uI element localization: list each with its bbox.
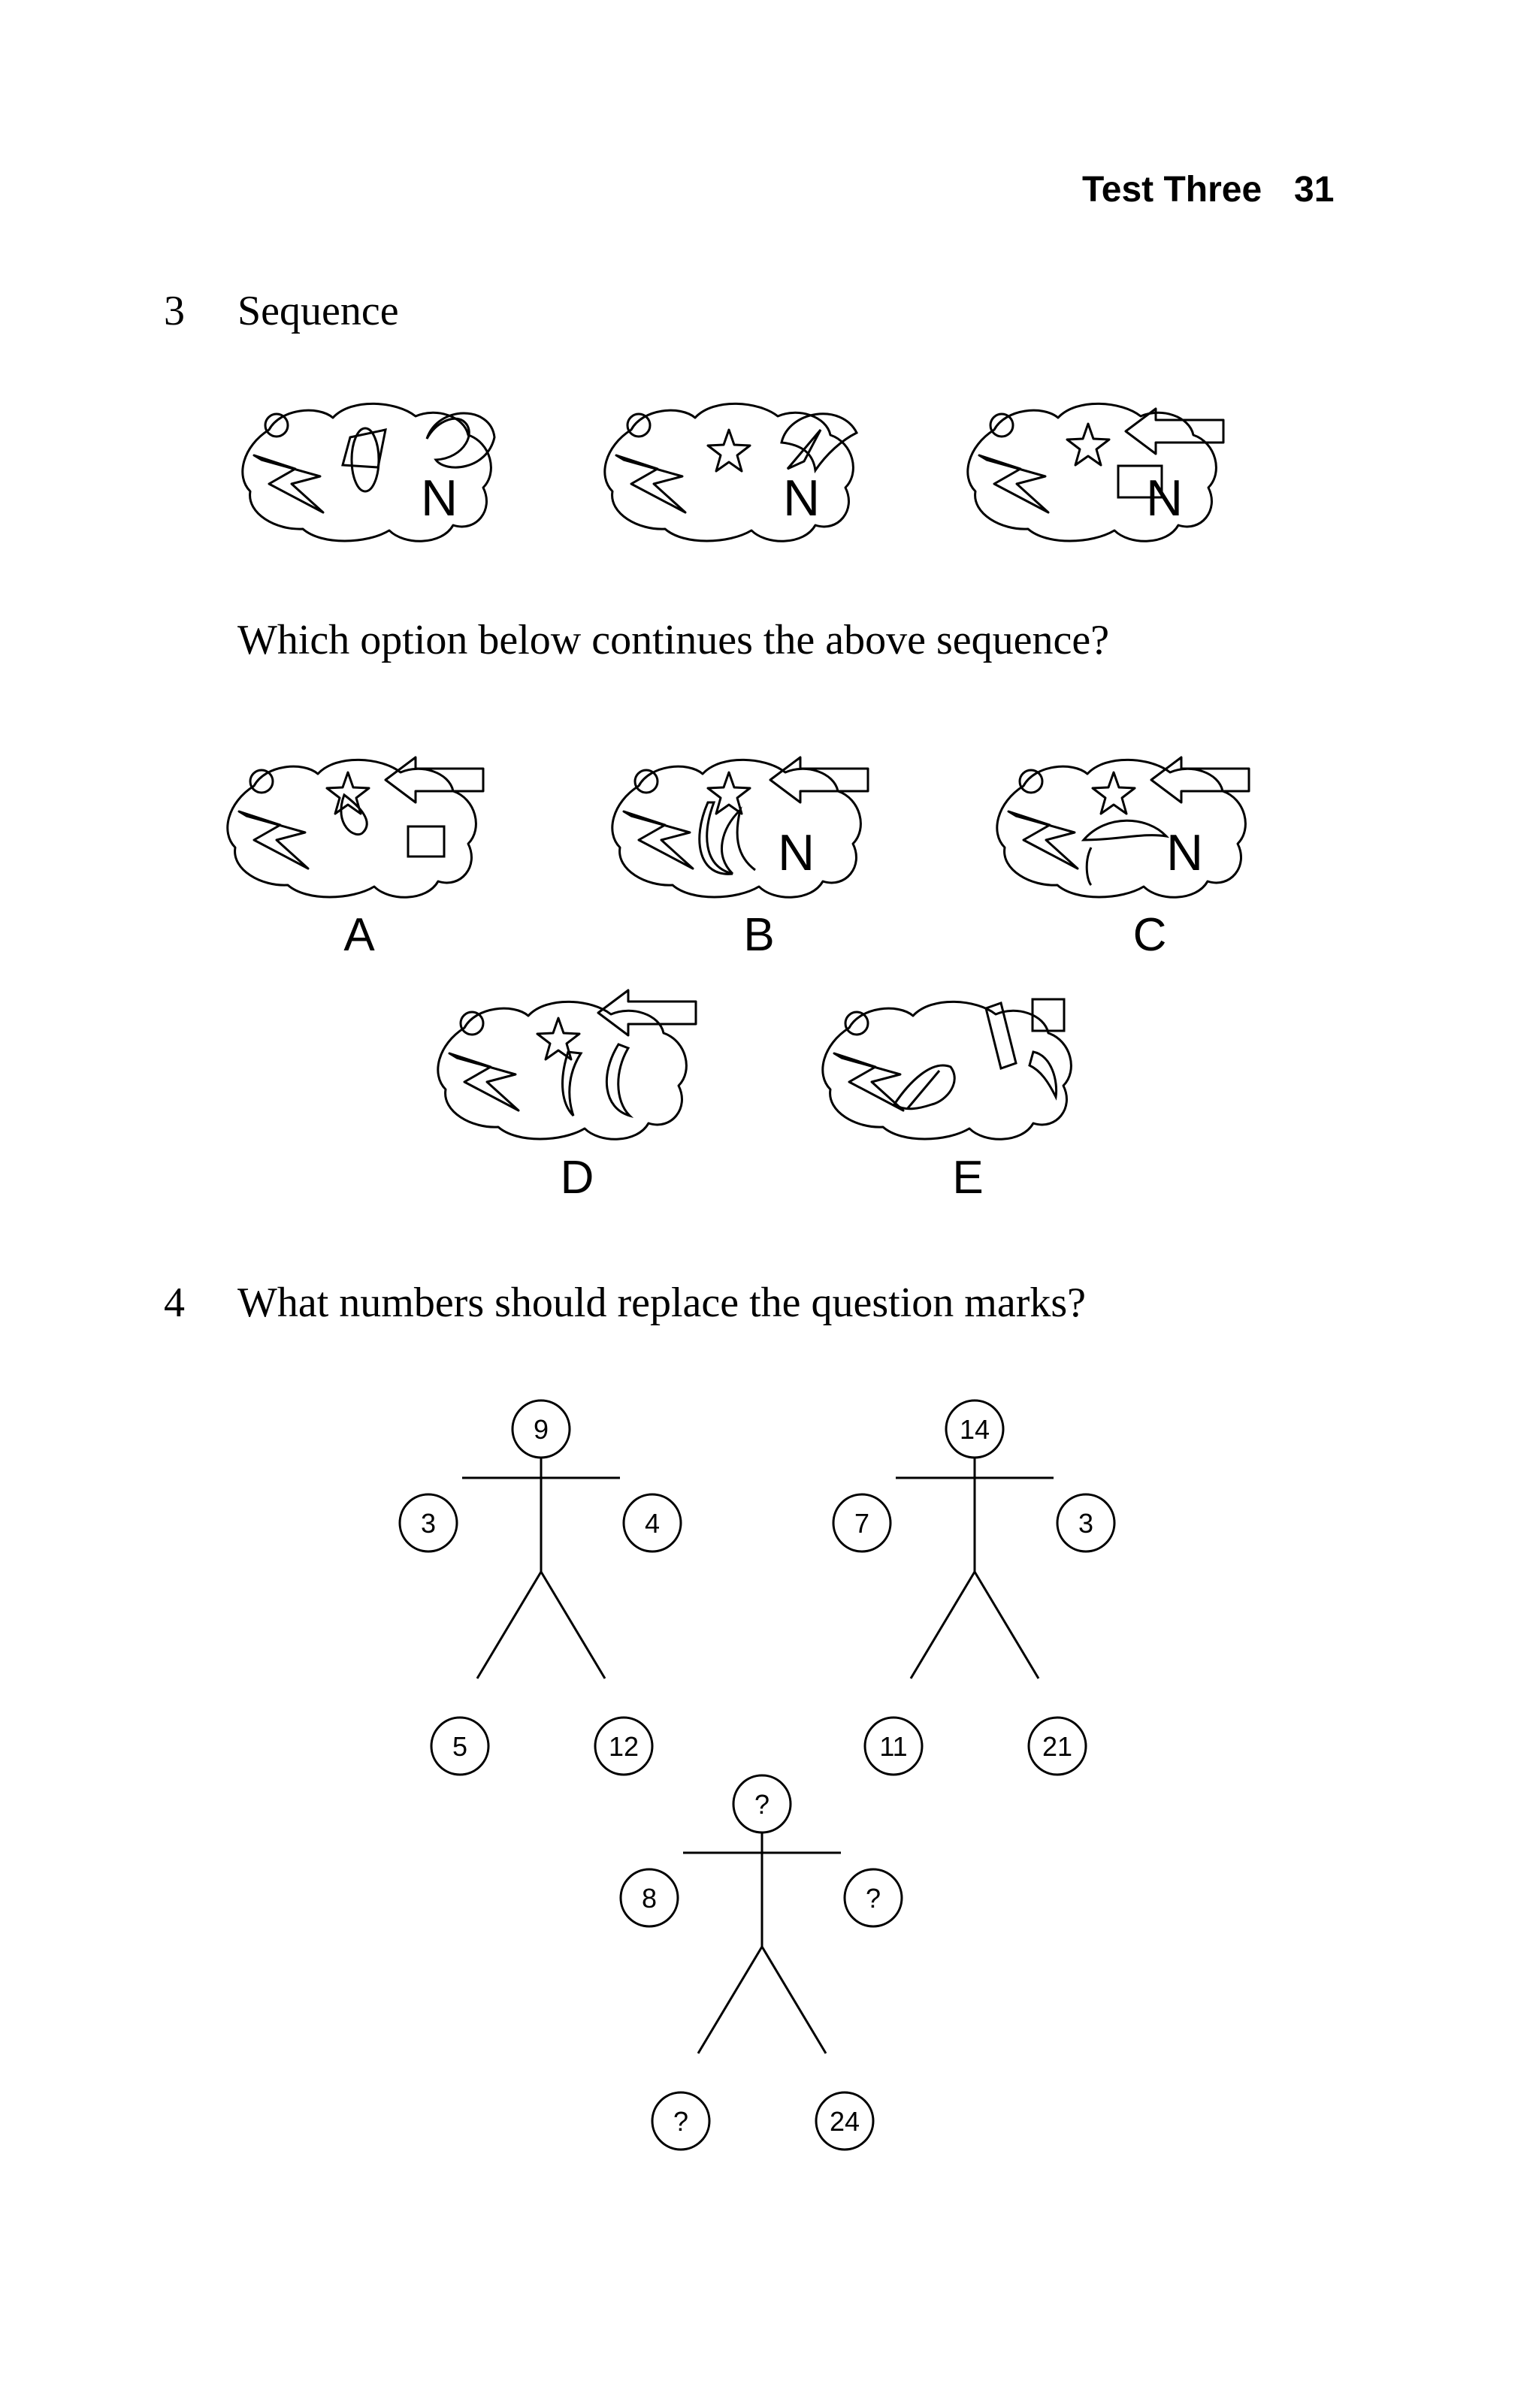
- svg-text:?: ?: [754, 1789, 770, 1820]
- option-b-label: B: [743, 909, 774, 961]
- svg-text:14: 14: [960, 1414, 990, 1445]
- sequence-letter: N: [1146, 470, 1183, 527]
- svg-text:9: 9: [534, 1414, 549, 1445]
- figure-2-left-foot-node: 11: [863, 1716, 924, 1776]
- figure-1-right-foot-node: 12: [594, 1716, 654, 1776]
- option-a-figure: [226, 756, 485, 899]
- svg-text:8: 8: [642, 1883, 657, 1914]
- option-c-label: C: [1133, 909, 1167, 961]
- question-4-prompt: What numbers should replace the question…: [237, 1280, 1086, 1326]
- option-b-letter: N: [778, 824, 815, 881]
- sequence-figure-1: N: [241, 402, 496, 542]
- question-3-title: Sequence: [237, 288, 399, 334]
- option-b-figure: N: [611, 756, 869, 899]
- page-number: 31: [1294, 170, 1334, 210]
- figure-2-left-hand-node: 7: [832, 1493, 892, 1553]
- option-e-label: E: [952, 1152, 983, 1204]
- svg-text:4: 4: [645, 1508, 660, 1539]
- svg-text:12: 12: [609, 1731, 639, 1762]
- number-figure-3: ? 8 ? ? 24: [619, 1774, 903, 2151]
- figure-3-left-hand-node: 8: [619, 1868, 679, 1928]
- svg-text:?: ?: [866, 1883, 881, 1914]
- figure-3-right-hand-node: ?: [843, 1868, 903, 1928]
- question-3-prompt: Which option below continues the above s…: [237, 617, 1109, 663]
- svg-text:3: 3: [421, 1508, 436, 1539]
- number-figure-2: 14 7 3 11 21: [832, 1399, 1116, 1776]
- figure-3-left-foot-node: ?: [651, 2091, 711, 2151]
- option-a-label: A: [343, 909, 375, 961]
- figure-1-head-node: 9: [511, 1399, 571, 1459]
- svg-text:24: 24: [830, 2106, 860, 2137]
- svg-text:11: 11: [879, 1731, 907, 1762]
- sequence-figure-3: N: [966, 402, 1225, 542]
- svg-text:5: 5: [452, 1731, 467, 1762]
- option-d-figure: [437, 989, 697, 1141]
- question-3-number: 3: [164, 288, 185, 334]
- option-d-label: D: [561, 1152, 594, 1204]
- svg-text:?: ?: [673, 2106, 688, 2137]
- figure-1-left-hand-node: 3: [398, 1493, 458, 1553]
- running-header: Test Three: [1082, 170, 1262, 210]
- option-e-figure: [821, 998, 1072, 1141]
- sequence-letter: N: [783, 470, 820, 527]
- number-figure-1: 9 3 4 5 12: [398, 1399, 682, 1776]
- sequence-letter: N: [421, 470, 458, 527]
- sequence-figure-2: N: [603, 402, 859, 542]
- svg-text:21: 21: [1042, 1731, 1072, 1762]
- option-c-figure: N: [996, 756, 1250, 899]
- svg-text:3: 3: [1078, 1508, 1093, 1539]
- figure-1-right-hand-node: 4: [622, 1493, 682, 1553]
- figure-3-head-node: ?: [732, 1774, 792, 1834]
- figure-2-right-hand-node: 3: [1056, 1493, 1116, 1553]
- figure-1-left-foot-node: 5: [430, 1716, 490, 1776]
- option-c-letter: N: [1166, 824, 1203, 881]
- figure-3-right-foot-node: 24: [815, 2091, 875, 2151]
- question-4-number: 4: [164, 1280, 185, 1326]
- figure-2-right-foot-node: 21: [1027, 1716, 1087, 1776]
- svg-text:7: 7: [854, 1508, 869, 1539]
- figure-2-head-node: 14: [945, 1399, 1005, 1459]
